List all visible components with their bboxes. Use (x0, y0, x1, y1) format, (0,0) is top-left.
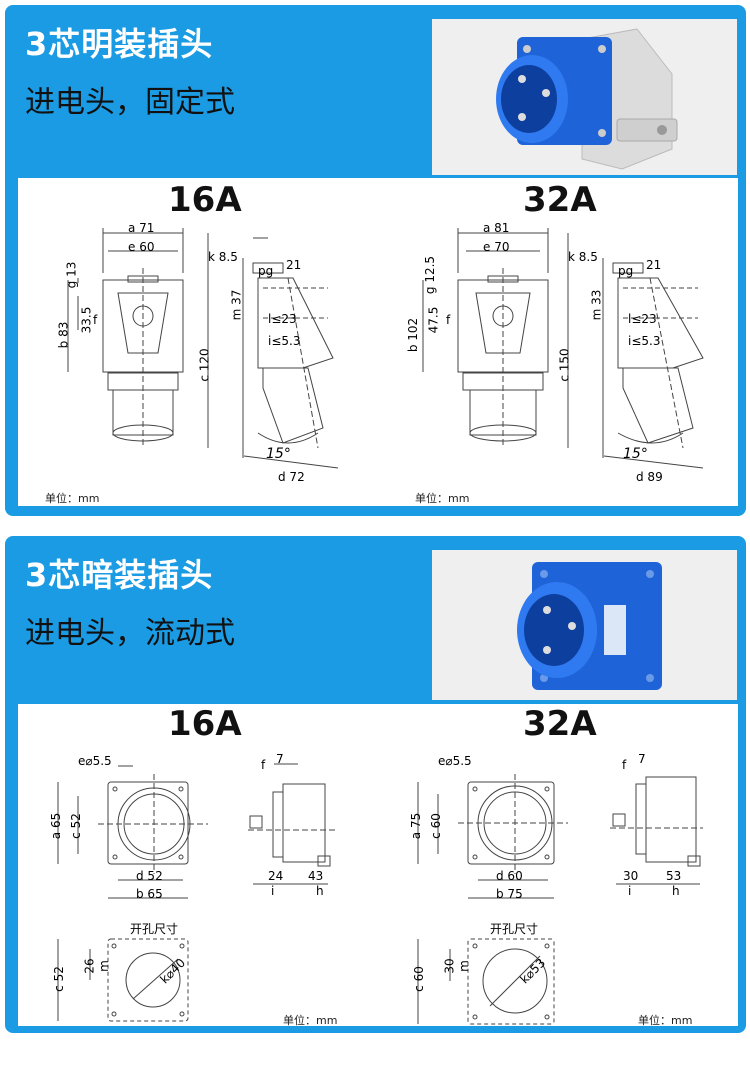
dim-m: 30 (442, 958, 457, 974)
rating-32a-title: 32A (523, 704, 597, 744)
dim-i: i≤5.3 (268, 334, 301, 348)
cutout-label: 开孔尺寸 (490, 922, 539, 936)
unit-note-16a: 单位：mm (45, 492, 100, 505)
dim-m-letter: m (96, 960, 111, 972)
dim-b: b 102 (406, 317, 421, 353)
dim-m: 26 (82, 958, 97, 974)
section-title: 3芯暗装插头 (25, 556, 214, 594)
dim-h-value: 43 (308, 869, 324, 883)
dim-f: 33.5 (79, 306, 94, 334)
cutout-label: 开孔尺寸 (130, 922, 179, 936)
dim-i-letter: i (628, 884, 632, 898)
dim-m: m 37 (229, 289, 244, 321)
panel-16a-dimension-drawing (57, 763, 338, 1022)
dim-pg: pg (258, 264, 274, 278)
dim-h-letter: h (316, 884, 324, 898)
surface-drawing-area: 16A 32A 单位：mm 单位：mm (18, 178, 738, 506)
panel-32a-dimension-drawing (417, 774, 703, 1025)
dim-b: b 83 (56, 321, 71, 349)
dim-angle: 15° (623, 446, 648, 462)
dim-d: d 89 (636, 470, 663, 484)
surface-16a-dimension-drawing (67, 228, 339, 469)
panel-plug-panel: 3芯暗装插头 进电头，流动式 16A 32A (5, 536, 746, 1033)
dim-f: 47.5 (426, 306, 441, 334)
dim-f-value: 7 (638, 752, 646, 766)
rating-32a-title: 32A (523, 180, 597, 220)
dim-angle: 15° (266, 446, 291, 462)
dim-e: e⌀5.5 (438, 754, 472, 768)
dim-m-letter: m (456, 960, 471, 972)
rating-16a-title: 16A (168, 180, 242, 220)
dim-h-letter: h (672, 884, 680, 898)
rating-16a-title: 16A (168, 704, 242, 744)
dim-b: b 65 (136, 887, 163, 901)
section-subtitle: 进电头，固定式 (25, 85, 235, 120)
dim-i: i≤5.3 (628, 334, 661, 348)
unit-note-32a: 单位：mm (415, 492, 470, 505)
dim-f-letter: f (446, 313, 451, 327)
dim-i-value: 30 (623, 869, 639, 883)
unit-note-16a: 单位：mm (283, 1014, 338, 1027)
dim-a: a 65 (49, 812, 64, 840)
dim-f-letter: f (261, 758, 266, 772)
dim-f-value: 7 (276, 752, 284, 766)
dim-d: d 52 (136, 869, 163, 883)
dim-c: c 52 (51, 966, 66, 992)
surface-plug-panel: 3芯明装插头 进电头，固定式 16A 32A 单位：mm 单位：mm (5, 5, 746, 516)
dim-pg: pg (618, 264, 634, 278)
dim-k: k 8.5 (208, 250, 238, 264)
dim-c: c 60 (428, 813, 443, 839)
dim-l: l≤23 (628, 312, 657, 326)
dim-i-letter: i (271, 884, 275, 898)
dim-f-letter: f (622, 758, 627, 772)
dim-a: a 81 (483, 221, 510, 235)
dim-e: e⌀5.5 (78, 754, 112, 768)
dim-pg-value: 21 (286, 258, 302, 272)
unit-note-32a: 单位：mm (638, 1014, 693, 1027)
dim-d: d 60 (496, 869, 523, 883)
dim-c: c 52 (68, 813, 83, 839)
dim-pg-value: 21 (646, 258, 662, 272)
section-subtitle: 进电头，流动式 (25, 616, 235, 651)
section-title: 3芯明装插头 (25, 25, 214, 63)
panel-plug-photo (432, 550, 737, 700)
panel-drawing-area: 16A 32A e⌀5.5 a 65 c 52 d 52 b 65 (18, 704, 738, 1027)
dim-c: c 150 (557, 348, 572, 382)
dim-i-value: 24 (268, 869, 284, 883)
dim-g: g 13 (64, 261, 79, 289)
dim-m: m 33 (589, 289, 604, 321)
dim-k: k 8.5 (568, 250, 598, 264)
dim-g: g 12.5 (423, 255, 438, 295)
dim-l: l≤23 (268, 312, 297, 326)
dim-h-value: 53 (666, 869, 682, 883)
surface-plug-photo (432, 19, 737, 175)
dim-a: a 71 (128, 221, 155, 235)
dim-c: c 60 (411, 966, 426, 992)
dim-c: c 120 (197, 348, 212, 382)
dim-d: d 72 (278, 470, 305, 484)
dim-a: a 75 (409, 812, 424, 840)
dim-e: e 70 (483, 240, 510, 254)
dim-e: e 60 (128, 240, 155, 254)
dim-b: b 75 (496, 887, 523, 901)
surface-32a-dimension-drawing (422, 228, 704, 469)
dim-f-letter: f (93, 313, 98, 327)
